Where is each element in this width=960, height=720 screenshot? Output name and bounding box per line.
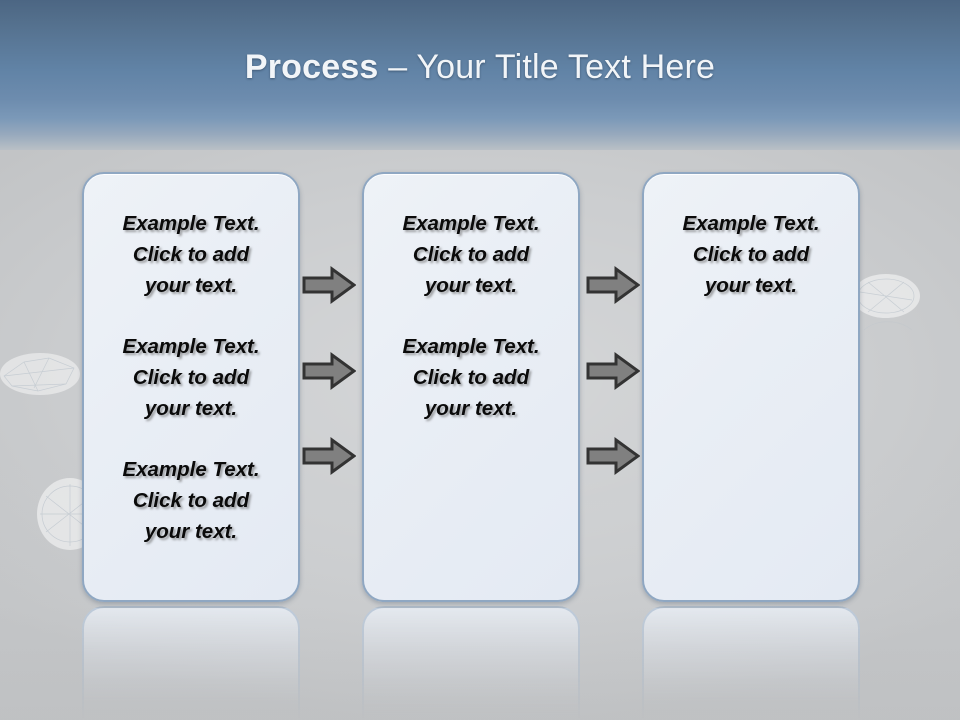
arrow-col1-row1[interactable]: [302, 266, 356, 304]
arrow-col2-row3[interactable]: [586, 437, 640, 475]
box-reflection-1: [82, 606, 300, 720]
box-reflection-2: [362, 606, 580, 720]
process-box-1-paragraph-2: Example Text. Click to add your text.: [122, 335, 260, 420]
slide-title-strong: Process: [244, 48, 379, 86]
background-sky-gradient: [0, 0, 960, 160]
slide-title: Process – Your Title Text Here: [0, 48, 960, 87]
process-box-2-paragraph-2: Example Text. Click to add your text.: [402, 335, 540, 420]
arrow-col2-row2[interactable]: [586, 352, 640, 390]
process-box-3[interactable]: Example Text. Click to add your text.: [642, 172, 860, 602]
process-box-3-paragraph-1: Example Text. Click to add your text.: [682, 212, 820, 297]
box-reflection-3: [642, 606, 860, 720]
slide-title-rest: – Your Title Text Here: [378, 48, 716, 86]
arrow-col1-row3[interactable]: [302, 437, 356, 475]
arrow-col1-row2[interactable]: [302, 352, 356, 390]
process-box-1-paragraph-1: Example Text. Click to add your text.: [122, 212, 260, 297]
process-box-1[interactable]: Example Text. Click to add your text. Ex…: [82, 172, 300, 602]
process-box-2[interactable]: Example Text. Click to add your text. Ex…: [362, 172, 580, 602]
process-box-1-paragraph-3: Example Text. Click to add your text.: [122, 458, 260, 543]
arrow-col2-row1[interactable]: [586, 266, 640, 304]
process-box-2-paragraph-1: Example Text. Click to add your text.: [402, 212, 540, 297]
